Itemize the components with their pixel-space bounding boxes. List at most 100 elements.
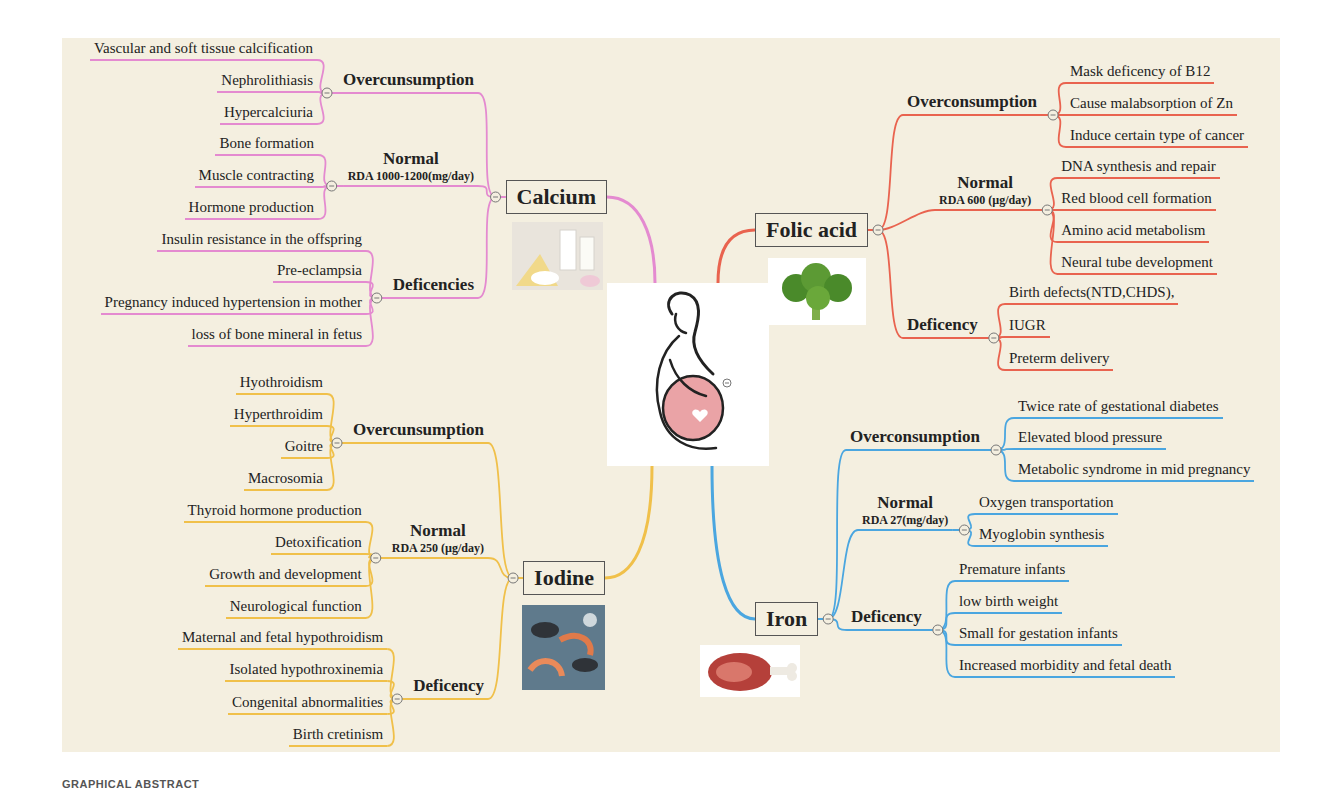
collapse-marker-minus (511, 578, 516, 579)
dairy-photo (512, 222, 603, 290)
central-branch-part (712, 466, 755, 619)
leaf-label: Vascular and soft tissue calcification (90, 39, 317, 61)
leaf-label: Oxygen transportation (975, 493, 1118, 515)
topic-text: Folic acid (766, 217, 857, 243)
topic-text: Premature infants (959, 560, 1065, 578)
topic-text: low birth weight (959, 592, 1058, 610)
topic-text: Deficency (907, 315, 978, 335)
leaf-label: Neural tube development (1057, 253, 1217, 275)
leaf-label: Myoglobin synthesis (975, 525, 1108, 547)
leaf-label: Preterm delivery (1005, 349, 1113, 371)
branch-connector (478, 197, 506, 298)
topic-text: Hyothroidism (240, 373, 323, 391)
topic-text: Neurological function (230, 597, 362, 615)
topic-text: Overconsumption (850, 427, 980, 447)
collapse-marker (823, 614, 833, 624)
pregnant-woman-figure-part (670, 360, 706, 396)
branch-connector (818, 530, 858, 619)
leaf-label: Bone formation (215, 134, 318, 156)
meat-photo-part (770, 667, 790, 675)
leaf-label: Detoxification (271, 533, 366, 555)
leaf-label: Nephrolithiasis (217, 71, 317, 93)
caption: GRAPHICAL ABSTRACT (62, 778, 199, 790)
topic-text: Small for gestation infants (959, 624, 1118, 642)
collapse-marker-minus (991, 338, 996, 339)
collapse-marker-minus (876, 230, 881, 231)
meat-photo-part (700, 645, 800, 697)
leaf-label: loss of bone mineral in fetus (188, 325, 366, 347)
topic-text: Pregnancy induced hypertension in mother (105, 293, 362, 311)
broccoli-photo (768, 258, 866, 325)
topic-text: Normal (862, 493, 948, 513)
topic-text: Normal (392, 521, 484, 541)
topic-text: Hypercalciuria (224, 103, 313, 121)
topic-text: Hormone production (189, 198, 314, 216)
topic-text: Birth defects(NTD,CHDS), (1009, 283, 1174, 301)
pregnant-woman-figure-part (725, 383, 729, 384)
leaf-label: Cause malabsorption of Zn (1066, 94, 1237, 116)
leaf-label: Isolated hypothroxinemia (225, 660, 387, 682)
nutrient-box: Calcium (506, 180, 607, 214)
collapse-marker (371, 553, 381, 563)
collapse-marker-minus (1051, 115, 1056, 116)
collapse-marker-minus (329, 186, 334, 187)
collapse-marker (991, 445, 1001, 455)
topic-text: Vascular and soft tissue calcification (94, 39, 313, 57)
topic-text: Normal (348, 149, 474, 169)
branch-connector (366, 251, 389, 298)
collapse-marker (1042, 205, 1052, 215)
topic-text: Metabolic syndrome in mid pregnancy (1018, 460, 1250, 478)
category-label: Overconsumption (846, 427, 984, 451)
collapse-marker (327, 181, 337, 191)
nutrient-box: Folic acid (755, 213, 868, 247)
leaf-label: Pregnancy induced hypertension in mother (101, 293, 366, 315)
topic-text: Thyroid hormone production (188, 501, 362, 519)
topic-text: Oxygen transportation (979, 493, 1114, 511)
leaf-label: Birth defects(NTD,CHDS), (1005, 283, 1178, 305)
topic-text: Goitre (285, 437, 323, 455)
pregnant-woman-figure-part (663, 376, 723, 440)
rda-text: RDA 600 (µg/day) (939, 193, 1031, 207)
topic-text: Isolated hypothroxinemia (229, 660, 383, 678)
collapse-marker-minus (325, 93, 330, 94)
collapse-marker (322, 88, 332, 98)
branch-connector (387, 699, 409, 746)
leaf-label: Birth cretinism (289, 725, 387, 747)
leaf-label: Thyroid hormone production (184, 501, 366, 523)
meat-photo-part (716, 662, 752, 682)
collapse-marker (989, 333, 999, 343)
collapse-marker-minus (373, 558, 378, 559)
topic-text: Mask deficency of B12 (1070, 62, 1210, 80)
collapse-marker (873, 225, 883, 235)
leaf-label: Small for gestation infants (955, 624, 1122, 646)
category-label: NormalRDA 1000-1200(mg/day) (344, 149, 478, 187)
topic-text: Iron (766, 606, 807, 632)
leaf-label: Red blood cell formation (1057, 189, 1215, 211)
leaf-label: Metabolic syndrome in mid pregnancy (1014, 460, 1254, 482)
topic-text: Nephrolithiasis (221, 71, 313, 89)
collapse-marker (959, 525, 969, 535)
topic-text: DNA synthesis and repair (1061, 157, 1216, 175)
topic-text: Increased morbidity and fetal death (959, 656, 1171, 674)
dairy-photo-part (560, 230, 576, 270)
pregnant-woman-figure (607, 283, 769, 466)
topic-text: Amino acid metabolism (1061, 221, 1205, 239)
category-label: Overcunsumption (339, 70, 478, 94)
leaf-label: Hyothroidism (236, 373, 327, 395)
branch-connector (478, 93, 506, 197)
branch-connector (984, 418, 1014, 450)
leaf-label: Muscle contracting (195, 166, 318, 188)
topic-text: Elevated blood pressure (1018, 428, 1162, 446)
branch-connector (327, 394, 349, 443)
topic-text: Iodine (534, 565, 594, 591)
topic-text: Detoxification (275, 533, 362, 551)
leaf-label: Amino acid metabolism (1057, 221, 1209, 243)
leaf-label: DNA synthesis and repair (1057, 157, 1220, 179)
collapse-marker (372, 293, 382, 303)
branch-connector (488, 578, 523, 699)
branch-connector (366, 298, 389, 346)
leaf-label: Maternal and fetal hypothroidism (178, 628, 387, 650)
category-label: Deficency (903, 315, 982, 339)
leaf-label: Hyperthroidim (230, 405, 327, 427)
